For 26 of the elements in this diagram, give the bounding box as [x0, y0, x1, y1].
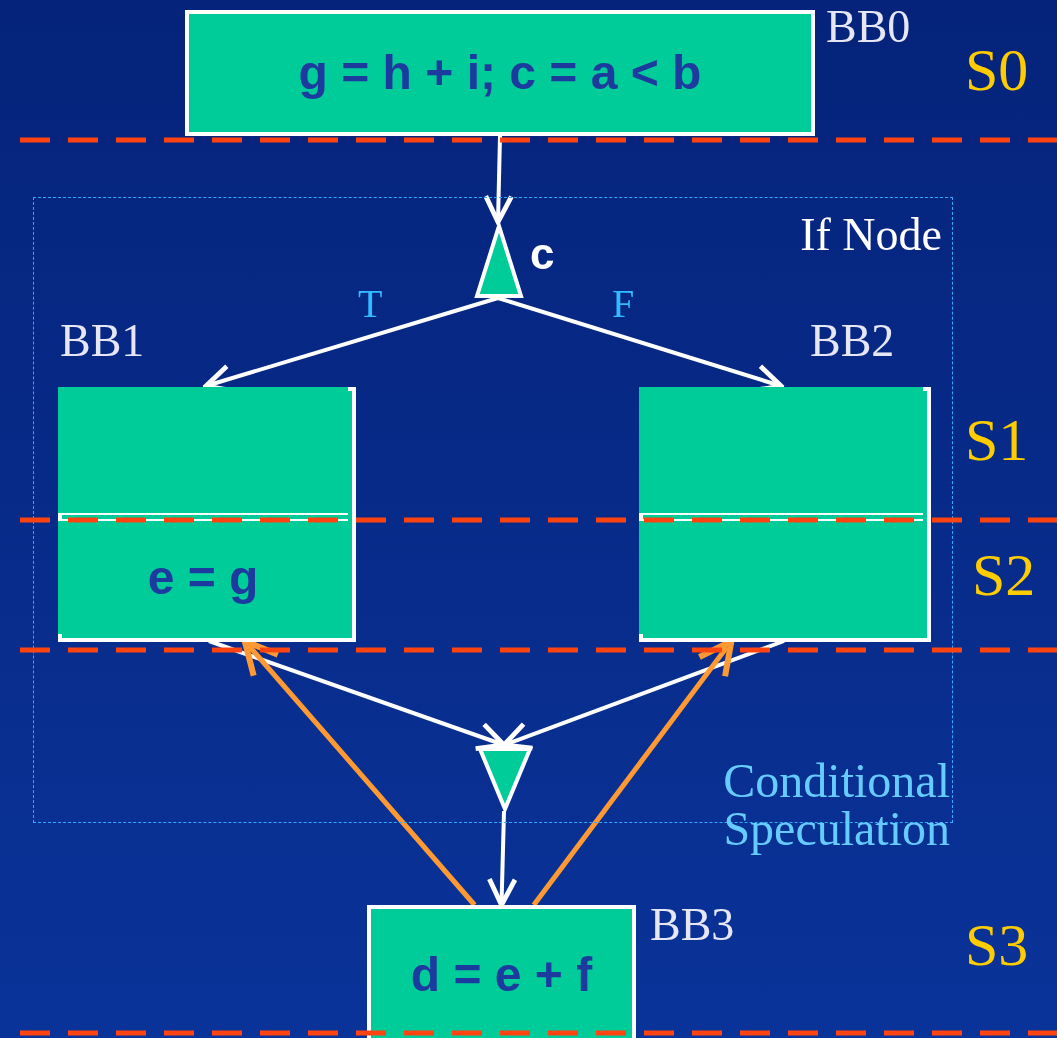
block-label: BB2 [810, 318, 895, 364]
block-label: BB3 [650, 902, 735, 948]
basic-block-box [58, 387, 356, 642]
arrow [487, 810, 518, 908]
code-text: d = e + f [410, 947, 593, 1003]
block-label: c [530, 232, 555, 276]
region-caption: Conditional Speculation [722, 757, 950, 853]
stage-label: S3 [965, 915, 1029, 975]
stage-label: S0 [965, 40, 1029, 100]
code-text: g = h + i; c = a < b [298, 45, 702, 101]
block-section [58, 387, 348, 515]
merge-triangle [477, 746, 533, 812]
edge-label: T [358, 284, 383, 324]
edge-label: F [612, 284, 635, 324]
block-section [639, 387, 923, 515]
basic-block-box [639, 387, 931, 642]
stage-label: S1 [965, 410, 1029, 470]
block-label: BB0 [826, 4, 911, 50]
block-label: BB1 [60, 318, 145, 364]
branch-triangle [474, 223, 524, 299]
arrow [483, 135, 514, 225]
code-text: e = g [147, 549, 259, 606]
basic-block-box [367, 905, 636, 1038]
region-title: If Node [800, 212, 942, 258]
stage-label: S2 [972, 545, 1036, 605]
basic-block-box [185, 10, 815, 136]
